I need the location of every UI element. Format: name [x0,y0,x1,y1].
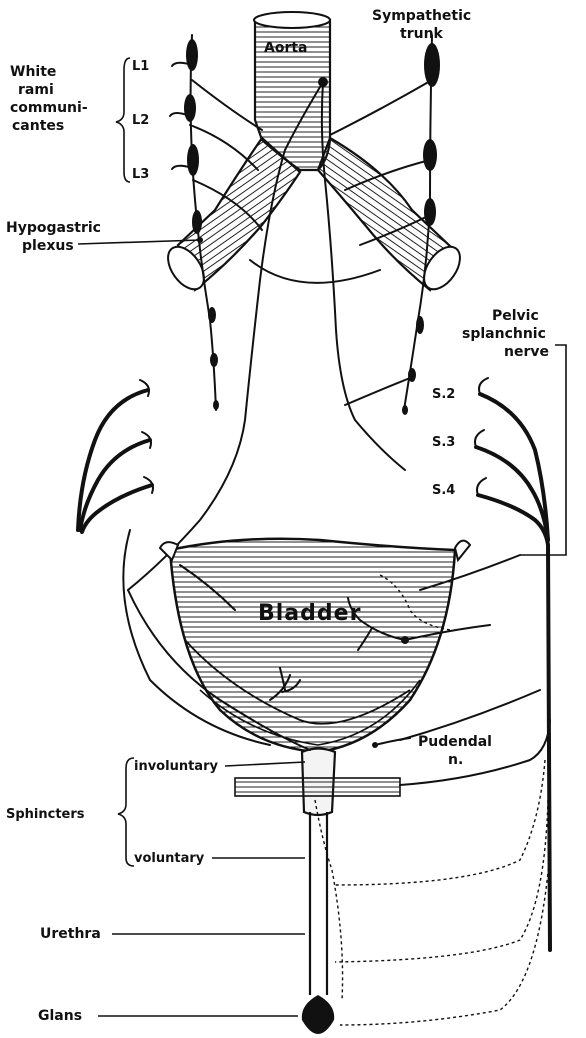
l1-label: L1 [132,59,149,74]
pelvic-splanchnic-label-3: nerve [504,344,549,360]
sphincters-label: Sphincters [6,807,85,822]
white-rami-label-1: White [10,64,56,80]
hypogastric-label-2: plexus [22,238,74,254]
voluntary-sphincter-band [235,778,400,796]
voluntary-label: voluntary [134,851,205,866]
urethra [235,749,400,1035]
glans-label: Glans [38,1008,82,1024]
sympathetic-trunk-label-1: Sympathetic [372,8,471,24]
white-rami-label-4: cantes [12,118,64,134]
pelvic-splanchnic-label-2: splanchnic [462,326,546,342]
l2-label: L2 [132,113,149,128]
s3-label: S.3 [432,435,455,450]
hypogastric-label-1: Hypogastric [6,220,101,236]
sympathetic-trunk-label-2: trunk [400,26,444,42]
white-rami-label-2: rami [18,82,54,98]
aorta-label: Aorta [264,40,308,56]
white-rami-brace [116,58,130,182]
involuntary-label: involuntary [134,759,218,774]
bladder [160,539,490,752]
urethra-label: Urethra [40,926,101,942]
white-rami-label-3: communi- [10,100,88,116]
aorta [161,12,467,296]
s4-label: S.4 [432,483,455,498]
pudendal-label-1: Pudendal [418,734,492,750]
involuntary-leader [225,762,305,766]
l3-label: L3 [132,167,149,182]
sphincters-brace [118,758,134,866]
s2-label: S.2 [432,387,455,402]
bladder-label: Bladder [258,601,361,626]
pelvic-splanchnic-label-1: Pelvic [492,308,539,324]
pudendal-label-2: n. [448,752,463,768]
sacral-roots-left [78,380,153,532]
